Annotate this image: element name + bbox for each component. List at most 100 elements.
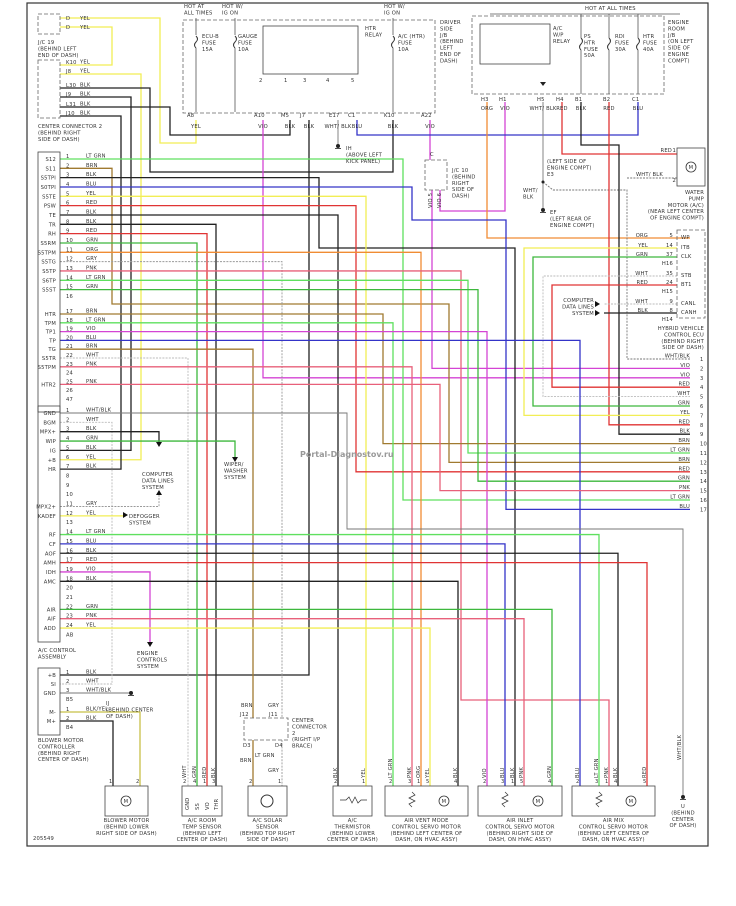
pin-number: B5 — [66, 697, 73, 703]
ground-u-icon — [681, 795, 685, 799]
wire-color-label: BRN — [86, 163, 98, 169]
fuse-label: 15A — [202, 47, 213, 53]
pin-number: 1 — [362, 779, 366, 785]
terminal-name: S5TG — [41, 260, 56, 266]
system-label: WIPER/ — [224, 462, 244, 468]
pin-number: 8 — [669, 308, 673, 314]
water-pump-motor-icon-glyph: M — [689, 165, 694, 171]
wire-color-label: RED — [603, 106, 614, 112]
pin-number: 9 — [669, 299, 673, 305]
wire-color-label: WHT/ — [523, 188, 538, 194]
wire-color-label: WHT — [86, 679, 99, 685]
wire-color-label: PNK — [86, 379, 97, 385]
mix-label: AIR MIX — [603, 818, 625, 824]
wire-color-label: LT GRN — [388, 758, 394, 778]
ac-wp-relay — [479, 23, 551, 65]
wire-org — [486, 102, 690, 239]
pin-number: 17 — [66, 558, 73, 564]
terminal-name: AMC — [44, 579, 56, 585]
terminal-name: AIR — [47, 607, 56, 613]
pin-number: 19 — [66, 327, 73, 333]
pin-number: 12 — [700, 460, 707, 466]
wire-color-label: YEL — [79, 69, 90, 75]
jb-label: COMPT) — [668, 58, 690, 64]
jc10-label: RIGHT — [452, 181, 470, 187]
wire-color-label: RED — [679, 419, 690, 425]
wire-color-label: BRN — [86, 309, 98, 315]
vent-motor-icon — [438, 795, 450, 807]
pin-number: K10 — [384, 113, 395, 119]
terminal-name: +B — [48, 673, 57, 679]
terminal-name: S0TPI — [41, 185, 57, 191]
pin-number: 1 — [203, 779, 207, 785]
pin-number: 2 — [672, 178, 676, 184]
pin-number: 8 — [700, 423, 704, 429]
pin-number: B4 — [66, 725, 74, 731]
wire-blk — [60, 214, 339, 786]
wire-color-label: ORG — [86, 247, 98, 253]
pin-number: 10 — [700, 442, 707, 448]
fuse-label: 10A — [238, 47, 249, 53]
pin-number: 14 — [700, 479, 708, 485]
system-label: DEFOGGER — [129, 514, 160, 520]
pin-number: 4 — [193, 779, 197, 785]
relay-label: RELAY — [365, 32, 383, 38]
wire-brn — [60, 167, 690, 464]
power-label: HOT AT ALL TIMES — [585, 6, 636, 12]
wire-blu — [356, 102, 639, 136]
pin-number: 4 — [700, 385, 704, 391]
pin-number: 6 — [700, 404, 704, 410]
arrow-down-icon — [232, 457, 238, 462]
terminal-name: HR — [48, 467, 56, 473]
wire-color-label: VIO — [500, 106, 510, 112]
wire-color-label: RED — [86, 200, 97, 206]
system-label: DATA LINES — [142, 478, 174, 484]
wire-blk — [60, 431, 160, 442]
wire-color-label: LT GRN — [86, 317, 106, 323]
wire-yel — [60, 73, 142, 461]
pin-number: H3 — [481, 97, 489, 103]
terminal-name: MPX2+ — [36, 505, 56, 511]
pin-number: A22 — [421, 113, 432, 119]
wire-color-label: YEL — [679, 410, 690, 416]
wire-color-label: PNK — [86, 613, 97, 619]
wire-vio — [439, 102, 506, 212]
pin-number: J10 — [65, 111, 75, 117]
wire-grn — [60, 288, 690, 482]
pin-number: 11 — [66, 247, 73, 253]
wire-color-label: BLK — [86, 209, 97, 215]
pin-number: 13 — [700, 470, 707, 476]
wire-grn — [60, 242, 198, 786]
wire-color-label: BLK — [388, 124, 399, 130]
wire-wht-blk — [60, 412, 684, 795]
wire-color-label: BLU — [633, 106, 644, 112]
wire-color-label: YEL — [79, 60, 90, 66]
pin-number: 24 — [66, 371, 74, 377]
mix-motor-icon-glyph: M — [629, 799, 634, 805]
pin-number: 6 — [66, 455, 70, 461]
pin-number: 22 — [66, 604, 73, 610]
jb-label: END OF — [440, 52, 461, 58]
terminal-name: CANL — [681, 301, 696, 307]
terminal-name: AIF — [47, 617, 56, 623]
wire-red — [60, 232, 208, 786]
terminal-name: S5ST — [42, 288, 56, 294]
wire-color-label: BLK — [86, 670, 97, 676]
terminal-name: TP — [48, 338, 56, 344]
blower-controller-label: (BEHIND RIGHT — [38, 751, 81, 757]
wire-blk-yel — [60, 711, 141, 786]
htr-relay — [262, 25, 359, 75]
jb-label: LEFT — [440, 46, 454, 52]
pin-number: 18 — [66, 576, 73, 582]
wire-color-label: BLU — [86, 538, 97, 544]
pin-number: 19 — [66, 567, 73, 573]
thermistor-component — [332, 785, 373, 817]
diagram-frame — [26, 2, 709, 847]
system-label: SYSTEM — [137, 664, 159, 670]
pin-number: J11 — [268, 712, 278, 718]
terminal-name: GND — [185, 798, 191, 811]
terminal-name: SS — [195, 803, 201, 810]
wire-color-label: RED — [679, 382, 690, 388]
pin-number: 21 — [66, 344, 73, 350]
